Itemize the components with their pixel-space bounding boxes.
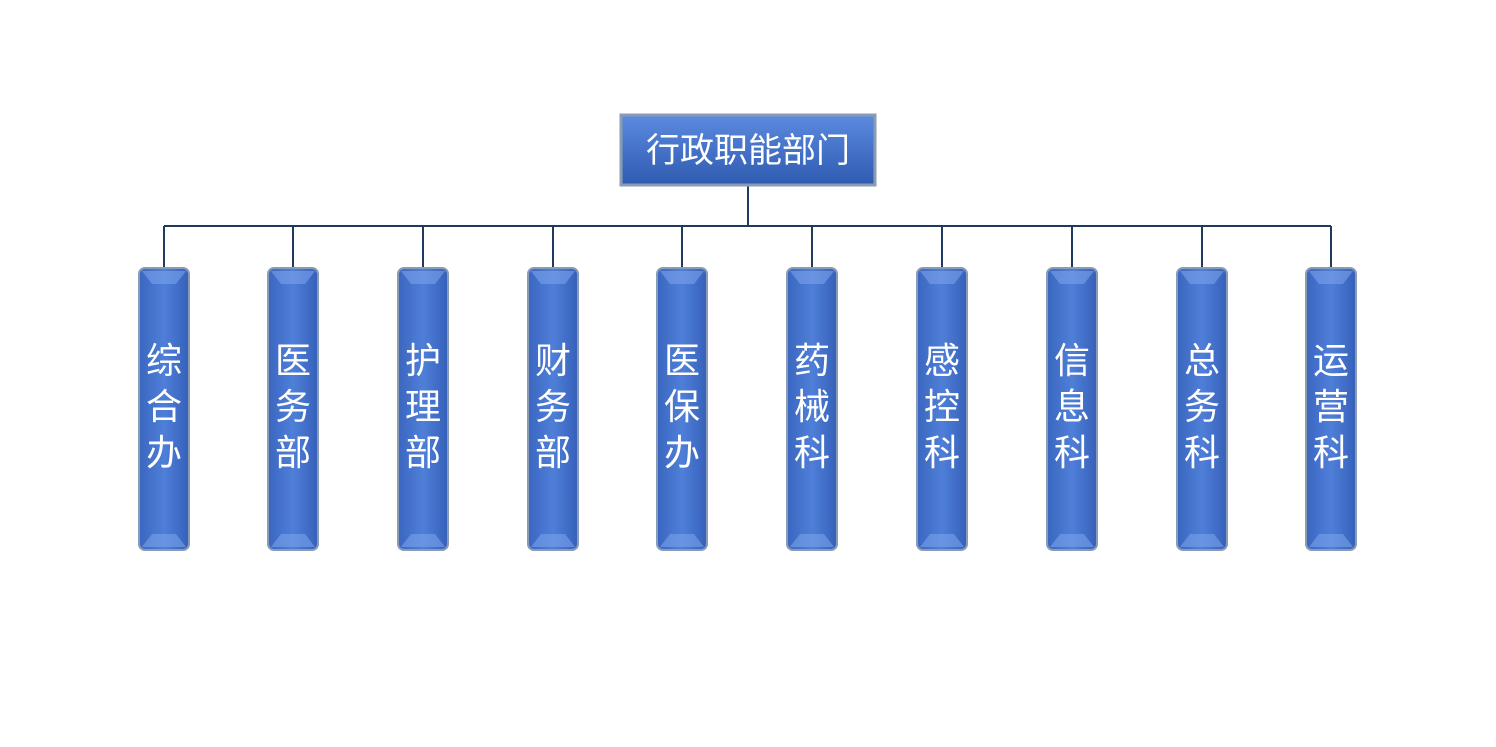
child-node: 感控科 (916, 267, 968, 551)
child-bottom-bevel (790, 534, 834, 547)
root-box (619, 113, 877, 187)
child-label-char: 务 (275, 387, 311, 428)
child-top-bevel (1180, 271, 1224, 284)
child-node: 综合办 (138, 267, 190, 551)
child-label-char: 药 (794, 341, 830, 382)
child-box (1046, 267, 1098, 551)
connectors (163, 185, 1332, 268)
child-label-char: 信 (1054, 341, 1090, 382)
child-label-char: 科 (924, 433, 960, 474)
child-top-bevel (790, 271, 834, 284)
child-label-char: 办 (146, 433, 182, 474)
child-label-char: 部 (275, 433, 311, 474)
child-label-char: 合 (146, 387, 182, 428)
child-bottom-bevel (531, 534, 575, 547)
child-node: 信息科 (1046, 267, 1098, 551)
child-label-char: 息 (1054, 387, 1090, 428)
child-label-char: 办 (664, 433, 700, 474)
child-box (656, 267, 708, 551)
child-top-bevel (401, 271, 445, 284)
child-bottom-bevel (271, 534, 315, 547)
root-node: 行政职能部门 (619, 113, 877, 187)
child-top-bevel (271, 271, 315, 284)
child-box (1176, 267, 1228, 551)
child-top-bevel (1050, 271, 1094, 284)
child-node: 药械科 (786, 267, 838, 551)
child-label-char: 务 (1184, 387, 1220, 428)
child-box (527, 267, 579, 551)
child-bottom-bevel (142, 534, 186, 547)
child-top-bevel (142, 271, 186, 284)
child-node: 护理部 (397, 267, 449, 551)
child-label-char: 医 (275, 341, 311, 382)
child-top-bevel (531, 271, 575, 284)
child-top-bevel (1309, 271, 1353, 284)
child-label-char: 运 (1313, 341, 1349, 382)
child-label-char: 医 (664, 341, 700, 382)
child-label-char: 理 (405, 387, 441, 428)
child-label-char: 保 (664, 387, 700, 428)
child-label-char: 科 (1054, 433, 1090, 474)
root-label: 行政职能部门 (646, 131, 850, 171)
child-label-char: 部 (405, 433, 441, 474)
child-box (267, 267, 319, 551)
child-box (138, 267, 190, 551)
child-label-char: 感 (924, 341, 960, 382)
child-top-bevel (660, 271, 704, 284)
child-bottom-bevel (920, 534, 964, 547)
child-label-char: 部 (535, 433, 571, 474)
child-label-char: 控 (924, 387, 960, 428)
child-label-char: 财 (535, 341, 571, 382)
child-node: 财务部 (527, 267, 579, 551)
child-box (397, 267, 449, 551)
child-label-char: 务 (535, 387, 571, 428)
child-box (786, 267, 838, 551)
child-label-char: 科 (1313, 433, 1349, 474)
child-label-char: 总 (1184, 341, 1220, 382)
child-label-char: 科 (1184, 433, 1220, 474)
child-node: 总务科 (1176, 267, 1228, 551)
child-bottom-bevel (1180, 534, 1224, 547)
child-node: 运营科 (1305, 267, 1357, 551)
child-label-char: 营 (1313, 387, 1349, 428)
child-top-bevel (920, 271, 964, 284)
child-label-char: 护 (405, 341, 441, 382)
child-label-char: 械 (794, 387, 830, 428)
child-bottom-bevel (1050, 534, 1094, 547)
child-label-char: 综 (146, 341, 182, 382)
child-box (1305, 267, 1357, 551)
child-bottom-bevel (660, 534, 704, 547)
child-bottom-bevel (401, 534, 445, 547)
child-label-char: 科 (794, 433, 830, 474)
child-node: 医保办 (656, 267, 708, 551)
child-node: 医务部 (267, 267, 319, 551)
child-bottom-bevel (1309, 534, 1353, 547)
child-box (916, 267, 968, 551)
